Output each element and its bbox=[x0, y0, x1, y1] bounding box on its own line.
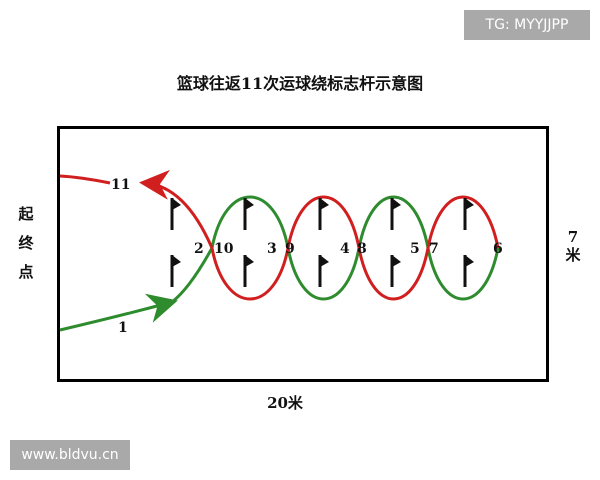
court-width-char: 7 bbox=[567, 228, 579, 246]
court-width-char: 米 bbox=[565, 246, 581, 264]
return-final-path bbox=[59, 174, 111, 185]
green-segment bbox=[426, 247, 500, 301]
path-number-9: 9 bbox=[285, 241, 295, 257]
court-length-label: 20米 bbox=[267, 394, 303, 412]
flag-pole-icon bbox=[243, 255, 254, 287]
path-number-2: 2 bbox=[194, 241, 204, 257]
flag-pole-icon bbox=[243, 198, 254, 230]
watermark-site: www.bldvu.cn bbox=[10, 440, 130, 470]
flag-pole-icon bbox=[390, 255, 401, 287]
court-width-label: 7 米 bbox=[563, 228, 583, 264]
green-segment bbox=[286, 247, 361, 301]
path-number-11: 11 bbox=[111, 177, 130, 193]
return-exit-curve bbox=[139, 169, 214, 249]
flag-pole-icon bbox=[463, 255, 474, 287]
diagram-title: 篮球往返11次运球绕标志杆示意图 bbox=[176, 74, 424, 93]
path-number-7: 7 bbox=[429, 241, 439, 257]
outbound-approach-path bbox=[59, 293, 178, 332]
flag-pole-icon bbox=[318, 198, 329, 230]
red-segment bbox=[210, 247, 290, 301]
red-segment bbox=[426, 195, 500, 249]
flag-pole-icon bbox=[318, 255, 329, 287]
path-number-4: 4 bbox=[340, 241, 350, 257]
outbound-entry-curve bbox=[171, 247, 214, 304]
start-end-char: 起 bbox=[18, 205, 34, 223]
red-segment bbox=[286, 195, 361, 249]
path-number-5: 5 bbox=[410, 241, 420, 257]
green-segment bbox=[357, 195, 430, 249]
start-end-char: 点 bbox=[18, 263, 34, 281]
path-number-8: 8 bbox=[357, 241, 367, 257]
start-end-char: 终 bbox=[18, 234, 34, 252]
watermark-tg: TG: MYYJJPP bbox=[464, 10, 590, 40]
court-boundary bbox=[57, 126, 549, 382]
path-number-10: 10 bbox=[214, 241, 234, 257]
path-number-1: 1 bbox=[118, 320, 128, 336]
path-number-3: 3 bbox=[267, 241, 277, 257]
flag-pole-icon bbox=[463, 198, 474, 230]
flag-pole-icon bbox=[390, 198, 401, 230]
flag-pole-icon bbox=[170, 198, 181, 230]
path-number-6: 6 bbox=[493, 241, 503, 257]
red-segment bbox=[357, 247, 430, 301]
start-end-label: 起 终 点 bbox=[16, 200, 36, 287]
flag-pole-icon bbox=[170, 255, 181, 287]
green-segment bbox=[210, 195, 290, 249]
